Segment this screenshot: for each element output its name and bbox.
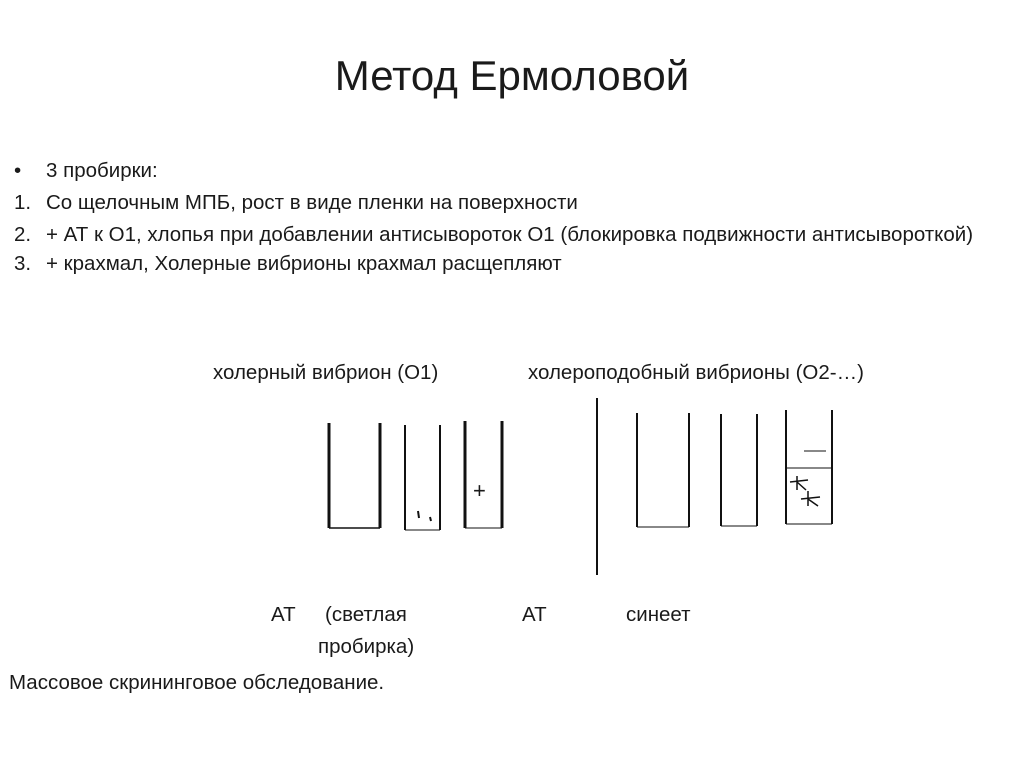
content-list: • 3 пробирки: 1. Со щелочным МПБ, рост в…	[14, 157, 1014, 282]
caption-turns-blue: синеет	[626, 603, 691, 626]
caption-light-tube-line2: пробирка)	[318, 635, 415, 658]
list-item-2: 2. + АТ к О1, хлопья при добавлении анти…	[14, 221, 1014, 248]
flake-mark-1	[789, 476, 809, 491]
test-tube-2	[404, 425, 441, 531]
label-choleroid-vibrio: холероподобный вибрионы (О2-…)	[528, 361, 864, 384]
label-cholera-vibrio: холерный вибрион (О1)	[213, 361, 439, 384]
footer-note: Массовое скрининговое обследование.	[9, 671, 385, 694]
list-marker-1: 1.	[14, 191, 32, 214]
list-item-3: 3. + крахмал, Холерные вибрионы крахмал …	[14, 250, 1014, 277]
plus-mark: +	[473, 478, 486, 503]
slide-title: Метод Ермоловой	[334, 52, 690, 99]
test-tube-3	[463, 421, 504, 529]
flake-mark-2	[800, 491, 821, 507]
caption-light-tube-line1: (светлая	[325, 603, 407, 626]
bullet-text: 3 пробирки:	[46, 159, 158, 182]
test-tube-6	[785, 410, 833, 525]
test-tube-1	[327, 423, 382, 529]
caption-at-left: АТ	[271, 603, 296, 626]
list-marker-2: 2.	[14, 223, 32, 246]
list-marker-3: 3.	[14, 252, 32, 275]
test-tube-4	[636, 413, 690, 528]
bullet-marker: •	[14, 159, 22, 182]
bullet-item: • 3 пробирки:	[14, 157, 1014, 184]
list-text-1: Со щелочным МПБ, рост в виде пленки на п…	[46, 191, 578, 214]
list-item-1: 1. Со щелочным МПБ, рост в виде пленки н…	[14, 189, 1014, 216]
test-tube-5	[720, 414, 758, 527]
list-text-2: + АТ к О1, хлопья при добавлении антисыв…	[46, 223, 974, 246]
list-text-3: + крахмал, Холерные вибрионы крахмал рас…	[46, 252, 562, 275]
caption-at-right: АТ	[522, 603, 547, 626]
